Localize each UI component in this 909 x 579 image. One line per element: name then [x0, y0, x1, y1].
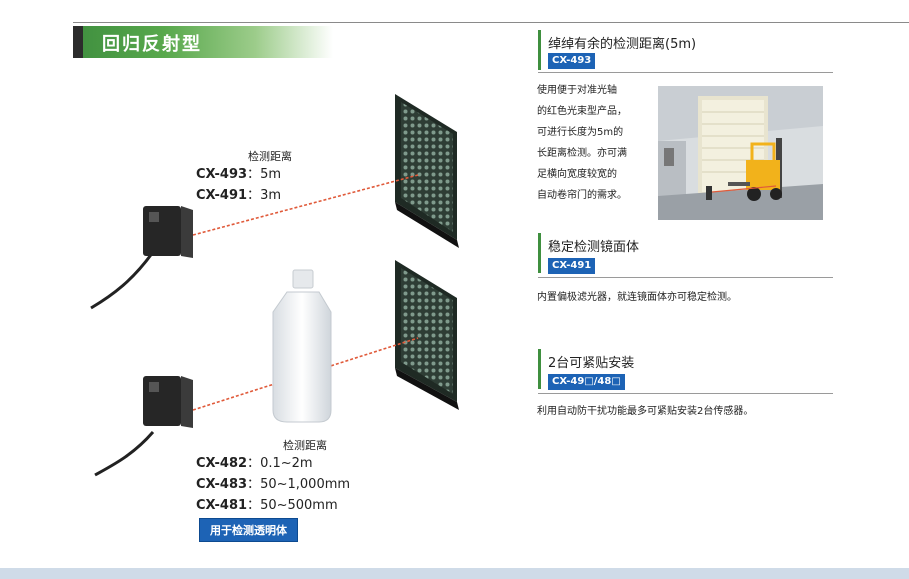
spec-separator: ： — [247, 456, 261, 471]
spec-row: CX-493：5m — [196, 163, 281, 182]
header-rule — [73, 22, 909, 23]
sensor-top — [90, 206, 193, 310]
spec-separator: ： — [247, 188, 261, 203]
spec-model: CX-481 — [196, 498, 248, 513]
feature-model-tag: CX-493 — [548, 53, 596, 69]
reflector-bottom — [395, 260, 459, 410]
feature-title: 稳定检测镜面体 — [548, 240, 640, 255]
distance-label-top: 检测距离 — [248, 150, 292, 163]
bottle-illustration — [272, 269, 332, 423]
spec-value: 5m — [260, 167, 281, 182]
feature-description: 利用自动防干扰功能最多可紧贴安装2台传感器。 — [537, 406, 754, 417]
spec-separator: ： — [247, 167, 261, 182]
description-line: 自动卷帘门的需求。 — [537, 190, 627, 201]
feature-accent-bar — [538, 233, 541, 273]
spec-model: CX-493 — [196, 167, 248, 182]
feature-title: 绰绰有余的检测距离(5m) — [548, 37, 697, 52]
spec-row: CX-482：0.1~2m — [196, 452, 313, 471]
beam-bottom — [192, 337, 419, 411]
beam-top — [192, 174, 419, 236]
spec-row: CX-491：3m — [196, 184, 281, 203]
spec-value: 50~1,000mm — [260, 477, 351, 492]
description-line: 长距离检测。亦可满 — [537, 148, 627, 159]
forklift-icon — [728, 138, 782, 201]
spec-row: CX-483：50~1,000mm — [196, 473, 350, 492]
spec-value: 3m — [260, 188, 281, 203]
distance-label-bottom: 检测距离 — [283, 439, 327, 452]
feature-divider — [538, 72, 833, 73]
description-line: 可进行长度为5m的 — [537, 127, 624, 138]
feature-divider — [538, 393, 833, 394]
description-line: 足横向宽度较宽的 — [537, 169, 617, 180]
feature-title: 2台可紧贴安装 — [548, 356, 635, 371]
feature-accent-bar — [538, 349, 541, 389]
transparent-detection-badge: 用于检测透明体 — [199, 518, 298, 542]
spec-model: CX-482 — [196, 456, 248, 471]
feature-model-tag: CX-491 — [548, 258, 596, 274]
footer-band — [0, 568, 909, 579]
sensor-diagram — [90, 94, 459, 477]
feature-model-tag: CX-49□/48□ — [548, 374, 625, 390]
feature-description: 内置偏极滤光器，就连镜面体亦可稳定检测。 — [537, 292, 737, 303]
feature-divider — [538, 277, 833, 278]
sensor-bottom — [94, 376, 193, 477]
description-line: 的红色光束型产品， — [537, 106, 627, 117]
spec-model: CX-491 — [196, 188, 248, 203]
feature-accent-bar — [538, 30, 541, 70]
section-title: 回归反射型 — [102, 34, 202, 55]
forklift-photo — [658, 86, 823, 220]
spec-value: 0.1~2m — [260, 456, 313, 471]
section-banner — [73, 26, 333, 58]
spec-model: CX-483 — [196, 477, 248, 492]
spec-separator: ： — [247, 477, 261, 492]
section-banner-edge — [73, 26, 83, 58]
description-line: 使用便于对准光轴 — [537, 85, 617, 96]
feature-description: 使用便于对准光轴 的红色光束型产品， 可进行长度为5m的 长距离检测。亦可满 足… — [537, 80, 627, 206]
spec-value: 50~500mm — [260, 498, 338, 513]
reflector-top — [395, 94, 459, 248]
spec-separator: ： — [247, 498, 261, 513]
spec-row: CX-481：50~500mm — [196, 494, 338, 513]
